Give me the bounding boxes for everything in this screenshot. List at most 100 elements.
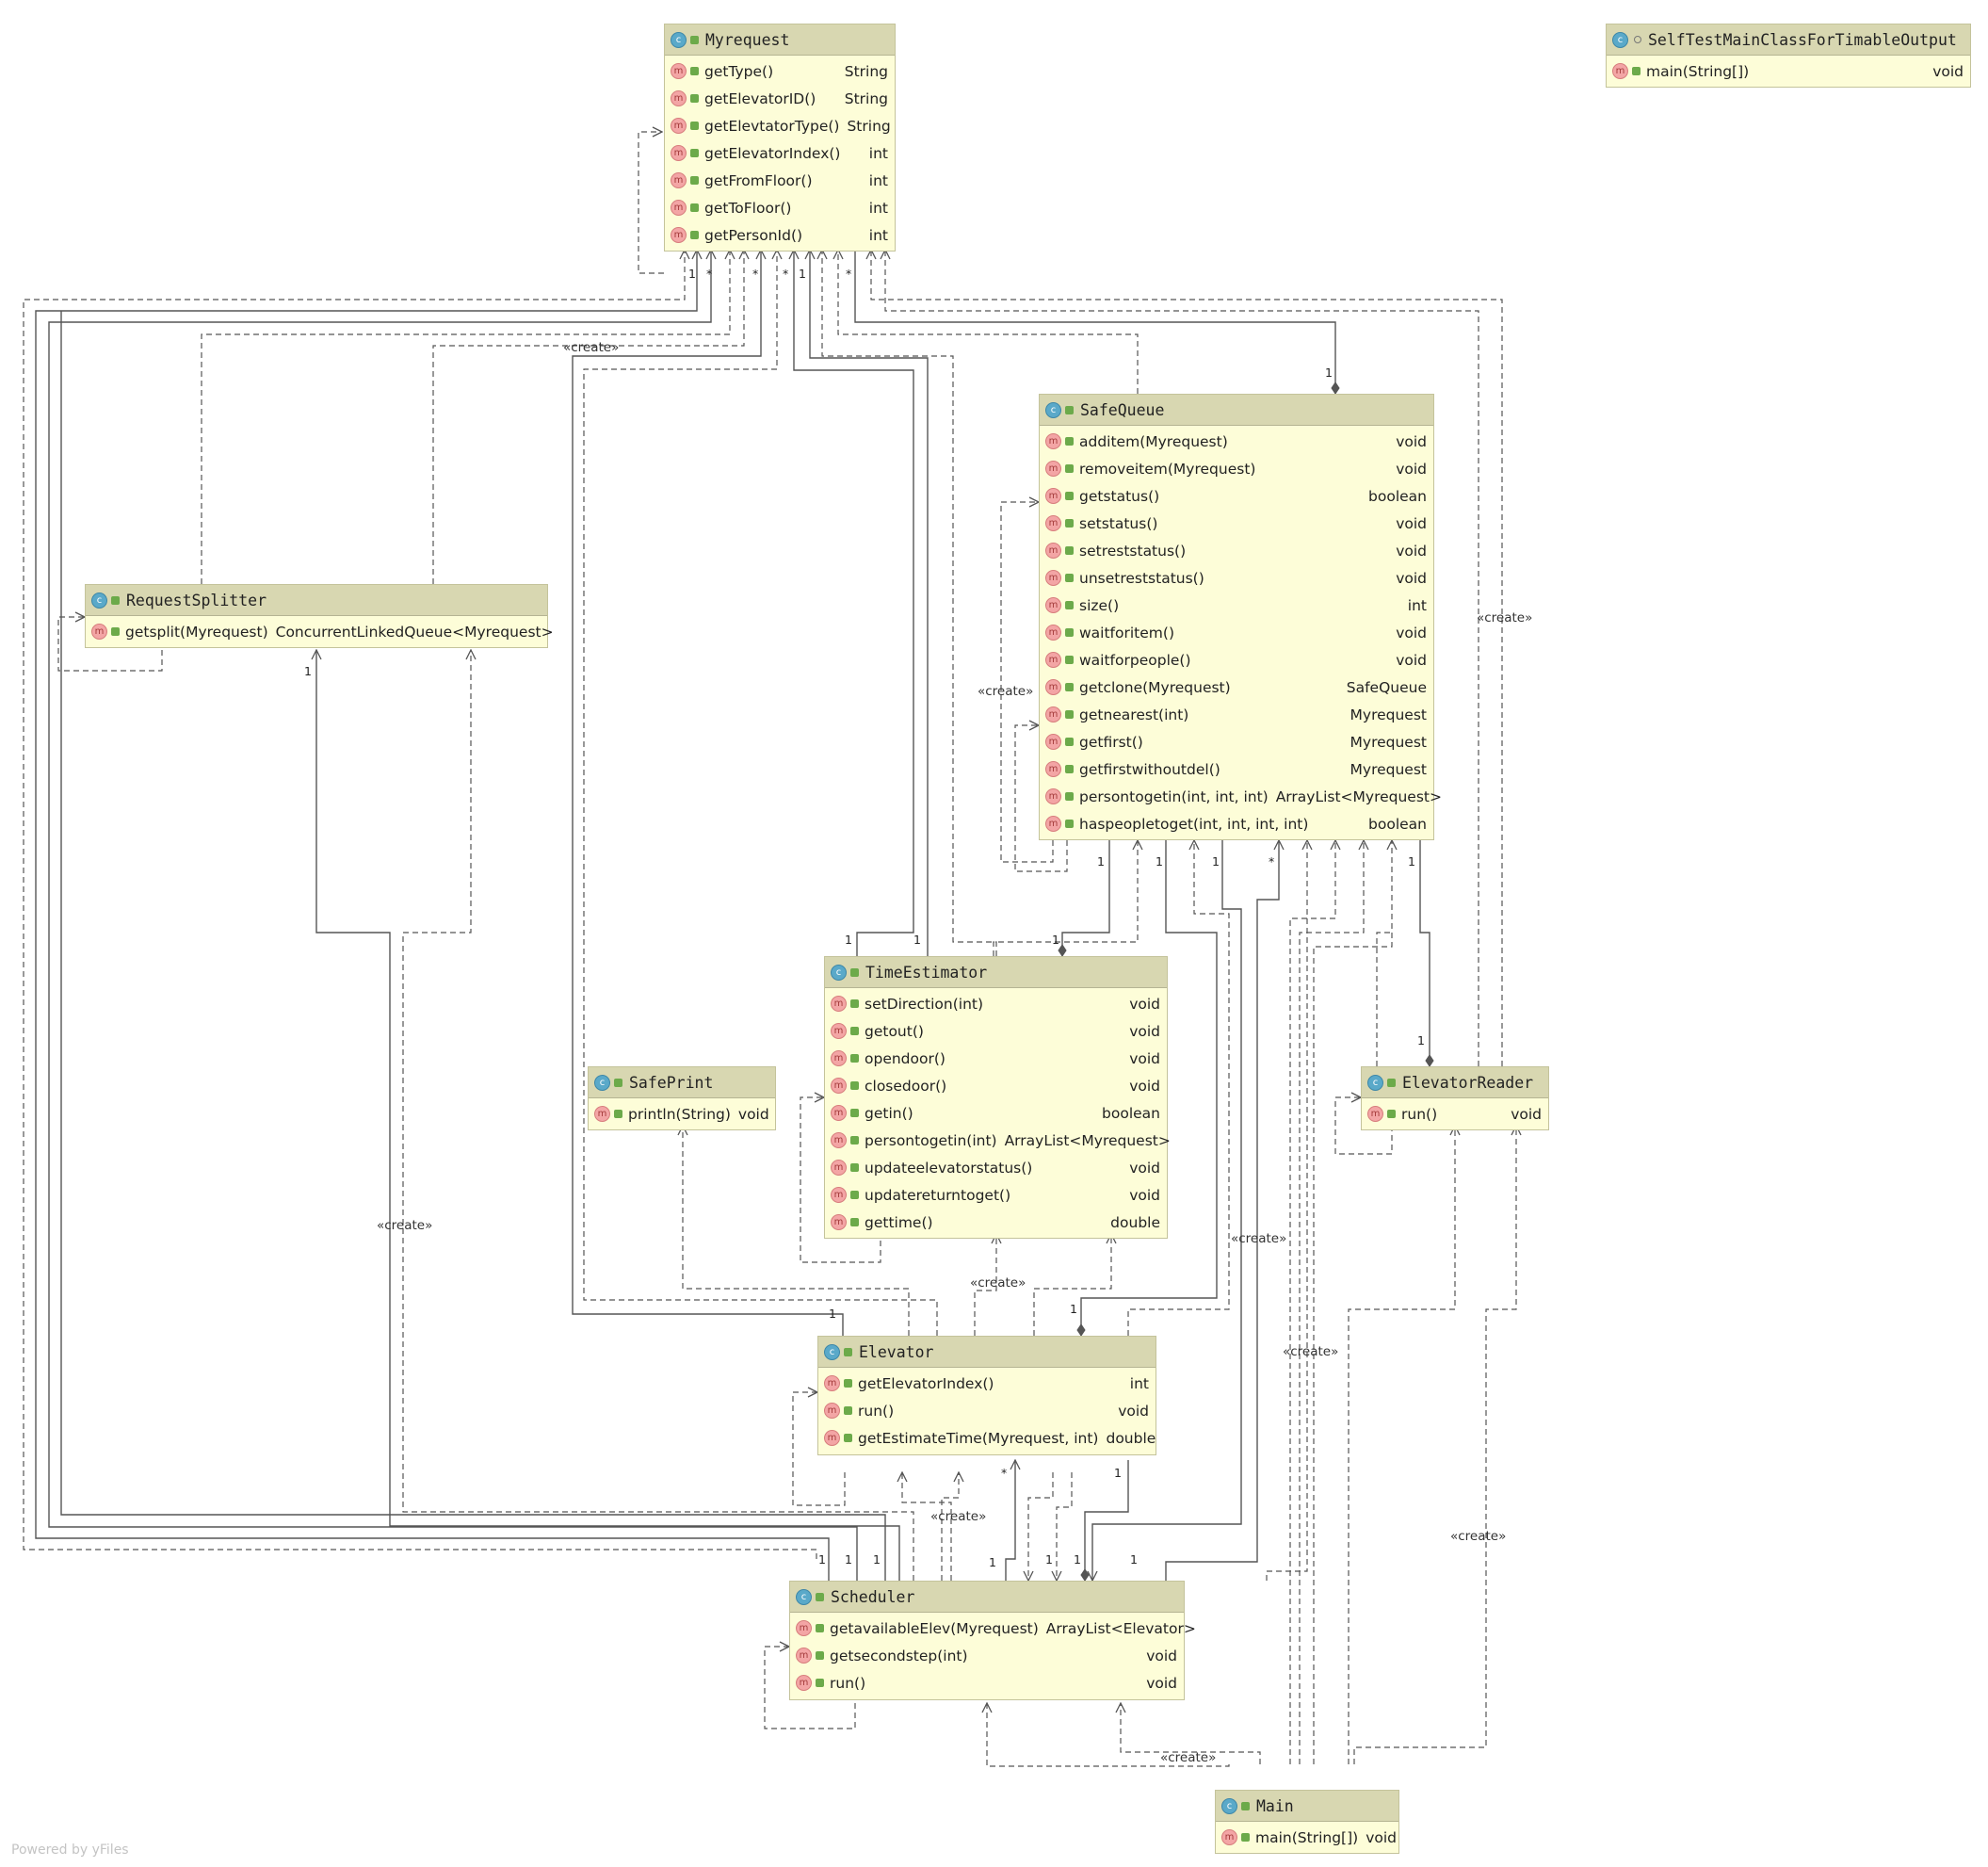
edge-scheduler-myrequest-b — [35, 250, 830, 1581]
method-name: getToFloor() — [704, 199, 792, 217]
method-name: waitforpeople() — [1079, 651, 1191, 669]
class-name: Scheduler — [831, 1587, 915, 1606]
method-icon: m — [1045, 597, 1061, 613]
create-label: «create» — [978, 684, 1034, 699]
lock-icon — [844, 1379, 852, 1388]
method-icon: m — [1045, 652, 1061, 668]
multiplicity-label: 1 — [1052, 933, 1059, 947]
multiplicity-label: * — [1269, 854, 1275, 869]
multiplicity-label: 1 — [304, 664, 312, 678]
method-icon: m — [1045, 788, 1061, 804]
method-name: getType() — [704, 62, 774, 80]
lock-icon — [844, 1406, 852, 1415]
method-type: void — [1396, 542, 1427, 560]
lock-icon — [850, 1081, 859, 1090]
method-icon: m — [1045, 488, 1061, 504]
create-label: «create» — [1231, 1231, 1287, 1246]
method-type: void — [1366, 1828, 1397, 1846]
create-label: «create» — [970, 1275, 1026, 1291]
method-type: int — [1407, 596, 1427, 614]
method-icon: m — [671, 118, 687, 134]
class-icon: c — [1367, 1074, 1383, 1091]
class-header: c RequestSplitter — [86, 585, 547, 616]
lock-icon — [1387, 1078, 1396, 1087]
multiplicity-label: 1 — [1097, 854, 1105, 869]
edge-scheduler-elevator — [902, 1472, 952, 1581]
method-name: persontogetin(int) — [865, 1131, 997, 1149]
multiplicity-label: * — [752, 267, 759, 281]
method-icon: m — [1045, 461, 1061, 477]
class-name: SafePrint — [629, 1073, 714, 1092]
method-icon: m — [1045, 543, 1061, 559]
class-header: c SelfTestMainClassForTimableOutput — [1607, 24, 1970, 56]
method-name: unsetreststatus() — [1079, 569, 1204, 587]
method-icon: m — [796, 1675, 812, 1691]
edge-elevator-scheduler-d — [1028, 1472, 1054, 1581]
method-type: Myrequest — [1350, 733, 1427, 751]
method-icon: m — [671, 90, 687, 106]
class-icon: c — [824, 1343, 840, 1360]
lock-icon — [1065, 546, 1074, 555]
edge-reader-self — [1334, 1097, 1393, 1155]
method-name: getout() — [865, 1022, 924, 1040]
class-header: c ElevatorReader — [1362, 1067, 1548, 1098]
class-icon: c — [1612, 31, 1628, 48]
multiplicity-label: 1 — [873, 1552, 881, 1567]
class-icon: c — [796, 1588, 812, 1605]
class-header: c TimeEstimator — [825, 957, 1167, 988]
create-label: «create» — [1160, 1750, 1217, 1765]
edge-main-safequeue-b — [1299, 840, 1364, 1764]
multiplicity-label: 1 — [989, 1555, 996, 1569]
lock-icon — [1065, 437, 1074, 446]
class-header: c Elevator — [818, 1337, 1156, 1368]
method-type: void — [1396, 569, 1427, 587]
method-type: Myrequest — [1350, 706, 1427, 723]
multiplicity-label: 1 — [1417, 1033, 1425, 1047]
lock-icon — [844, 1434, 852, 1442]
edge-safequeue-self-b — [1014, 725, 1068, 872]
method-type: void — [1129, 1022, 1160, 1040]
create-label: «create» — [1283, 1344, 1339, 1359]
lock-icon — [816, 1679, 824, 1687]
multiplicity-label: 1 — [1212, 854, 1220, 869]
class-icon: c — [91, 592, 107, 609]
method-name: getnearest(int) — [1079, 706, 1189, 723]
edge-myrequest-self — [638, 132, 664, 274]
multiplicity-label: 1 — [799, 267, 806, 281]
lock-icon — [690, 122, 699, 130]
class-name: SafeQueue — [1080, 400, 1165, 419]
method-icon: m — [671, 145, 687, 161]
method-name: getstatus() — [1079, 487, 1160, 505]
multiplicity-label: 1 — [1070, 1302, 1077, 1316]
edge-time-safequeue-b — [993, 840, 1138, 956]
method-type: void — [1396, 514, 1427, 532]
edge-scheduler-myrequest-d — [60, 311, 886, 1581]
edge-elevator-safeprint — [683, 1126, 910, 1336]
lock-icon — [111, 627, 120, 636]
class-name: Myrequest — [705, 30, 790, 49]
class-icon: c — [831, 964, 847, 981]
method-type: ArrayList<Myrequest> — [1004, 1131, 1171, 1149]
